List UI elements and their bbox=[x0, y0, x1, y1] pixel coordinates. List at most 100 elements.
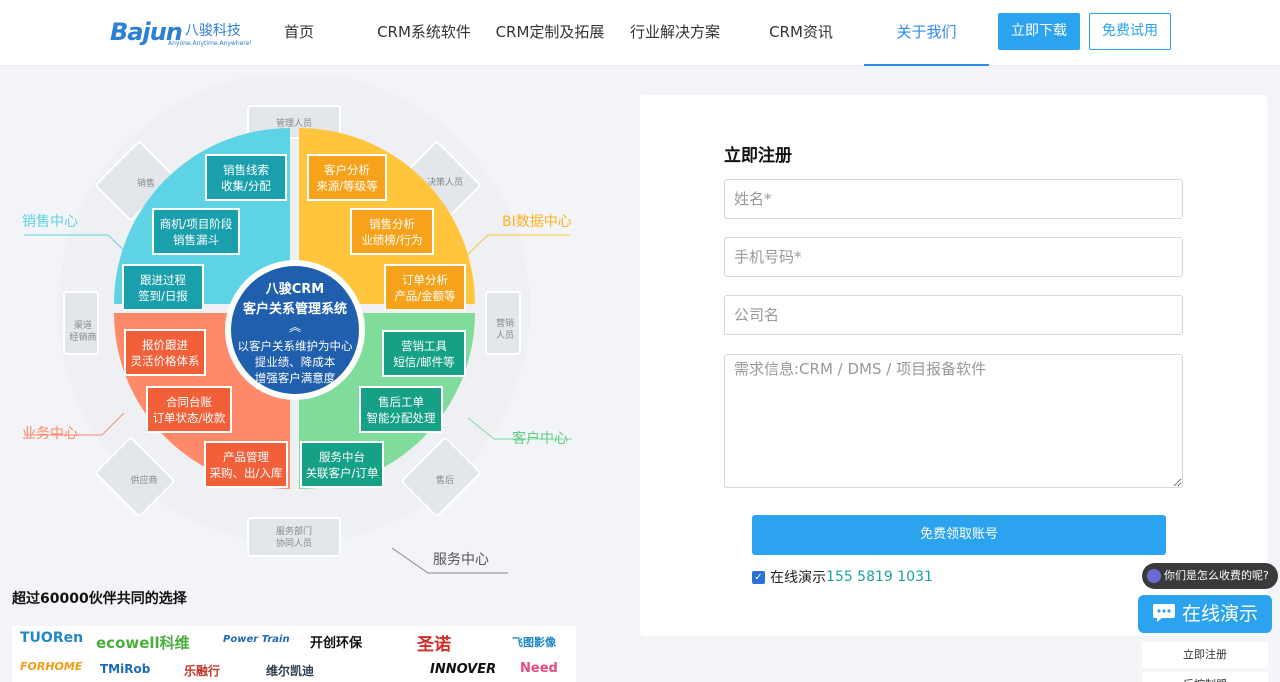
center-line1: 以客户关系维护为中心 bbox=[238, 339, 353, 353]
logo-weier: 维尔凯迪 bbox=[266, 664, 315, 678]
svg-text:签到/日报: 签到/日报 bbox=[138, 289, 188, 303]
zone-service-label: 服务中心 bbox=[433, 552, 489, 568]
needs-textarea[interactable] bbox=[724, 354, 1183, 488]
demo-checkbox[interactable]: ✓ bbox=[752, 570, 765, 584]
bajun-logo[interactable]: Bajun 八骏科技 Anyone.Anytime.Anywhere! bbox=[110, 14, 252, 50]
nav-solutions[interactable]: 行业解决方案 bbox=[629, 23, 720, 41]
zone-business-label: 业务中心 bbox=[22, 426, 78, 442]
role-managers: 管理人员 bbox=[276, 117, 312, 129]
svg-text:服务中台: 服务中台 bbox=[319, 450, 365, 464]
logo-feitu: 飞图影像 bbox=[512, 636, 556, 649]
free-trial-button[interactable]: 免费试用 bbox=[1089, 13, 1171, 50]
logo-forhome: FORHOME bbox=[20, 660, 83, 673]
center-subtitle: 客户关系管理系统 bbox=[243, 301, 347, 317]
logo-ecowell: ecowell科维 bbox=[96, 634, 190, 652]
company-input[interactable] bbox=[724, 295, 1183, 335]
role-after-sales: 售后 bbox=[436, 474, 454, 486]
zone-customer-label: 客户中心 bbox=[512, 430, 568, 447]
logo-lerongxing: 乐融行 bbox=[184, 664, 221, 678]
crm-feature-diagram: 管理人员 决策人员 营销人员 售后 服务部门协同人员 供应商 渠道经销商 销售 … bbox=[22, 78, 572, 574]
nav-about-us[interactable]: 关于我们 bbox=[864, 0, 989, 66]
side-panel: 立即注册 后控制盟 bbox=[1138, 638, 1272, 682]
svg-text:关联客户/订单: 关联客户/订单 bbox=[306, 466, 379, 480]
svg-text:智能分配处理: 智能分配处理 bbox=[367, 411, 436, 425]
demo-label: 在线演示 bbox=[770, 570, 826, 586]
nav-crm-news[interactable]: CRM资讯 bbox=[769, 23, 833, 41]
logo-brand: Bajun bbox=[110, 18, 183, 46]
svg-text:采购、出/入库: 采购、出/入库 bbox=[210, 466, 283, 480]
partner-logos: TUORen ecowell科维 Power Train 开创环保 圣诺 飞图影… bbox=[12, 626, 576, 682]
logo-need: Need bbox=[520, 661, 558, 676]
zone-bi-label: BI数据中心 bbox=[502, 214, 572, 230]
svg-text:收集/分配: 收集/分配 bbox=[221, 179, 271, 193]
svg-text:产品/金额等: 产品/金额等 bbox=[394, 289, 455, 303]
svg-text:销售线索: 销售线索 bbox=[223, 163, 269, 177]
logo-shengnuo: 圣诺 bbox=[417, 635, 451, 655]
logo-tagline: Anyone.Anytime.Anywhere! bbox=[168, 40, 252, 47]
demo-phone[interactable]: 155 5819 1031 bbox=[826, 569, 933, 585]
speech-bubble-icon bbox=[1153, 604, 1175, 622]
phone-input[interactable] bbox=[724, 237, 1183, 277]
logo-innover: INNOVER bbox=[430, 662, 497, 677]
logo-tuoren: TUORen bbox=[20, 630, 84, 646]
center-title: 八骏CRM bbox=[265, 281, 325, 297]
chat-question-text: 你们是怎么收费的呢? bbox=[1164, 569, 1269, 582]
form-title: 立即注册 bbox=[724, 146, 792, 166]
online-demo-label: 在线演示 bbox=[1182, 603, 1259, 625]
logo-kaichuang: 开创环保 bbox=[310, 636, 363, 651]
name-input[interactable] bbox=[724, 179, 1183, 219]
role-marketing: 营销人员 bbox=[496, 317, 514, 341]
svg-text:合同台账: 合同台账 bbox=[166, 395, 212, 409]
top-navbar: Bajun 八骏科技 Anyone.Anytime.Anywhere! 首页 C… bbox=[0, 0, 1280, 66]
svg-text:售后工单: 售后工单 bbox=[378, 395, 424, 409]
logo-tmirob: TMiRob bbox=[100, 662, 151, 676]
svg-text:商机/项目阶段: 商机/项目阶段 bbox=[160, 217, 233, 231]
svg-text:产品管理: 产品管理 bbox=[223, 450, 269, 464]
partners-title: 超过60000伙伴共同的选择 bbox=[12, 591, 187, 607]
svg-text:客户分析: 客户分析 bbox=[324, 163, 370, 177]
center-circle bbox=[231, 266, 359, 394]
svg-text:短信/邮件等: 短信/邮件等 bbox=[393, 355, 454, 369]
svg-text:销售分析: 销售分析 bbox=[369, 217, 415, 231]
demo-option: ✓ 在线演示 155 5819 1031 bbox=[752, 567, 933, 587]
chevrons-icon: ︽ bbox=[289, 320, 301, 334]
role-suppliers: 供应商 bbox=[130, 474, 157, 486]
svg-text:跟进过程: 跟进过程 bbox=[140, 273, 186, 287]
svg-text:销售漏斗: 销售漏斗 bbox=[173, 233, 219, 247]
role-channel-dealers: 渠道经销商 bbox=[69, 319, 96, 343]
role-sales: 销售 bbox=[137, 177, 155, 189]
svg-text:来源/等级等: 来源/等级等 bbox=[316, 179, 377, 193]
side-item-2[interactable]: 后控制盟 bbox=[1142, 672, 1268, 682]
svg-text:订单分析: 订单分析 bbox=[402, 273, 448, 287]
chat-question-bubble[interactable]: 你们是怎么收费的呢? bbox=[1142, 563, 1278, 589]
svg-text:营销工具: 营销工具 bbox=[401, 339, 447, 353]
nav-crm-custom[interactable]: CRM定制及拓展 bbox=[495, 23, 605, 41]
center-line2: 提业绩、降成本 bbox=[255, 355, 336, 369]
logo-cn: 八骏科技 bbox=[184, 23, 241, 39]
register-form-card: 立即注册 免费领取账号 ✓ 在线演示 155 5819 1031 bbox=[640, 95, 1267, 636]
svg-text:灵活价格体系: 灵活价格体系 bbox=[131, 354, 200, 368]
chat-icon bbox=[1147, 569, 1161, 583]
svg-text:报价跟进: 报价跟进 bbox=[142, 338, 188, 352]
nav-crm-software[interactable]: CRM系统软件 bbox=[377, 23, 471, 41]
side-register[interactable]: 立即注册 bbox=[1142, 642, 1268, 668]
download-button[interactable]: 立即下载 bbox=[998, 13, 1080, 50]
nav-home[interactable]: 首页 bbox=[283, 23, 314, 41]
svg-text:业绩榜/行为: 业绩榜/行为 bbox=[361, 233, 422, 247]
claim-account-button[interactable]: 免费领取账号 bbox=[752, 515, 1166, 555]
logo-powertrain: Power Train bbox=[223, 634, 290, 645]
role-decision-makers: 决策人员 bbox=[427, 176, 463, 188]
center-line3: 增强客户满意度 bbox=[255, 371, 336, 385]
online-demo-button[interactable]: 在线演示 bbox=[1138, 595, 1272, 633]
